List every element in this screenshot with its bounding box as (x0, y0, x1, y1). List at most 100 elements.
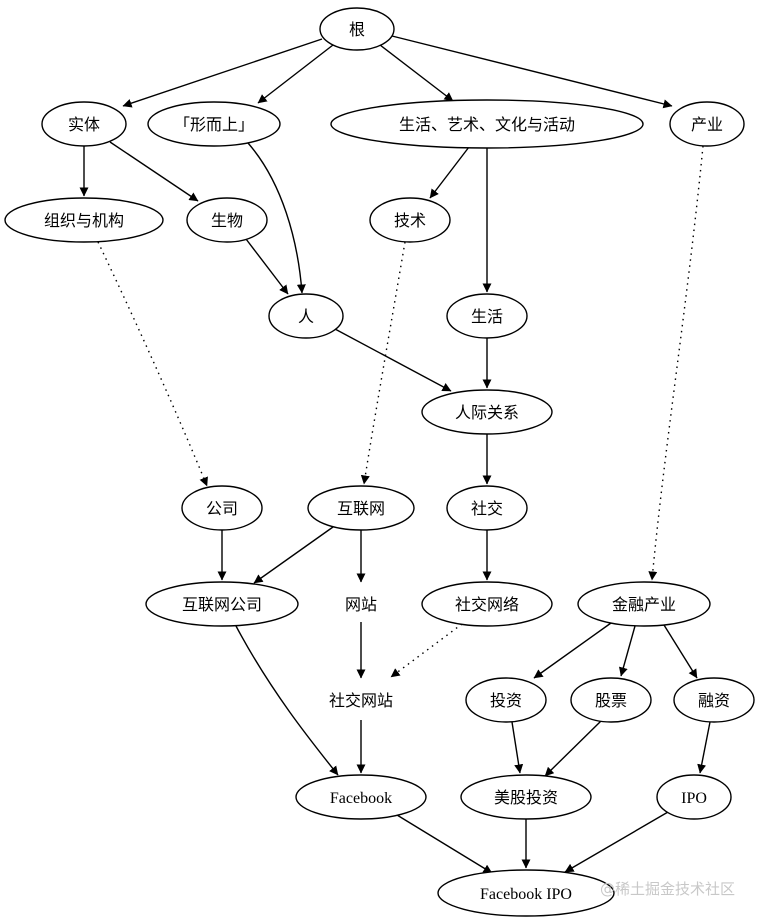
node-social-network-label: 社交网络 (455, 595, 519, 614)
node-social-website-label: 社交网站 (329, 691, 393, 710)
node-person-ellipse (268, 293, 344, 339)
node-organization-label: 组织与机构 (44, 211, 124, 230)
node-organization-ellipse (4, 197, 164, 243)
edge-internet-to-internet-company (253, 526, 334, 584)
node-internet: 互联网 (307, 485, 415, 531)
node-social: 社交 (446, 485, 528, 531)
node-internet-label: 互联网 (337, 499, 385, 518)
node-life-art-label: 生活、艺术、文化与活动 (399, 115, 575, 134)
nodes-layer: 根实体「形而上」生活、艺术、文化与活动产业组织与机构生物技术人生活人际关系公司互… (4, 7, 755, 917)
edge-person-to-relationships (334, 328, 452, 392)
node-company: 公司 (181, 485, 263, 531)
node-life: 生活 (446, 293, 528, 339)
node-internet-company: 互联网公司 (145, 581, 299, 627)
node-facebook-ipo-label: Facebook IPO (480, 886, 572, 903)
node-entity-ellipse (41, 101, 127, 147)
node-life-label: 生活 (471, 307, 503, 326)
edge-life-art-to-technology (429, 146, 470, 199)
edge-root-to-life-art (379, 44, 454, 102)
edge-social-network-to-social-website (390, 623, 463, 678)
node-stocks-label: 股票 (595, 691, 627, 710)
node-person-label: 人 (298, 307, 314, 326)
node-website-label: 网站 (345, 595, 377, 614)
edge-organization-to-company (97, 241, 208, 487)
node-internet-ellipse (307, 485, 415, 531)
edge-root-to-industry (391, 35, 673, 109)
node-investment-label: 投资 (490, 691, 522, 710)
node-social-ellipse (446, 485, 528, 531)
node-financing: 融资 (673, 677, 755, 723)
node-finance-industry-ellipse (577, 581, 711, 627)
node-facebook-ipo-ellipse (437, 869, 615, 917)
node-financing-ellipse (673, 677, 755, 723)
edges-layer (79, 35, 711, 874)
edge-stocks-to-us-stock-investment (544, 720, 602, 777)
node-technology-ellipse (369, 197, 451, 243)
node-social-website: 社交网站 (329, 691, 393, 710)
node-finance-industry-label: 金融产业 (612, 595, 676, 614)
node-life-art: 生活、艺术、文化与活动 (330, 99, 644, 149)
edge-finance-industry-to-stocks (618, 625, 636, 677)
edge-root-to-entity (122, 38, 323, 108)
node-us-stock-investment-label: 美股投资 (494, 788, 558, 807)
node-relationships-ellipse (421, 389, 553, 435)
node-root-label: 根 (349, 20, 365, 39)
node-metaphysics-ellipse (147, 101, 281, 147)
node-financing-label: 融资 (698, 691, 730, 710)
node-facebook-ipo: Facebook IPO (437, 869, 615, 917)
edge-internet-company-to-facebook (235, 625, 339, 776)
node-metaphysics-label: 「形而上」 (174, 115, 254, 134)
node-organization: 组织与机构 (4, 197, 164, 243)
node-stocks-ellipse (570, 677, 652, 723)
node-life-ellipse (446, 293, 528, 339)
node-life-art-ellipse (330, 99, 644, 149)
node-ipo-label: IPO (681, 790, 707, 807)
node-industry-label: 产业 (691, 115, 723, 134)
node-stocks: 股票 (570, 677, 652, 723)
node-facebook-label: Facebook (330, 790, 392, 807)
node-internet-company-ellipse (145, 581, 299, 627)
edge-finance-industry-to-investment (533, 622, 612, 679)
node-root-ellipse (319, 7, 395, 51)
edge-metaphysics-to-person (247, 142, 306, 294)
edge-facebook-to-facebook-ipo (396, 814, 493, 874)
edge-ipo-to-facebook-ipo (564, 811, 669, 873)
edge-organism-to-person (245, 238, 289, 295)
node-facebook: Facebook (295, 774, 427, 820)
node-organism-ellipse (186, 197, 268, 243)
edge-entity-to-organism (109, 141, 199, 202)
node-ipo-ellipse (656, 774, 732, 820)
node-technology: 技术 (369, 197, 451, 243)
node-social-label: 社交 (471, 499, 503, 518)
node-us-stock-investment: 美股投资 (460, 774, 592, 820)
node-website: 网站 (345, 595, 377, 614)
node-investment: 投资 (465, 677, 547, 723)
node-industry: 产业 (669, 101, 745, 147)
node-industry-ellipse (669, 101, 745, 147)
node-company-ellipse (181, 485, 263, 531)
node-organism-label: 生物 (211, 211, 243, 230)
node-organism: 生物 (186, 197, 268, 243)
edge-investment-to-us-stock-investment (511, 721, 524, 774)
edge-finance-industry-to-financing (663, 624, 698, 679)
node-relationships: 人际关系 (421, 389, 553, 435)
node-person: 人 (268, 293, 344, 339)
node-root: 根 (319, 7, 395, 51)
watermark-text: @稀土掘金技术社区 (600, 880, 735, 898)
node-finance-industry: 金融产业 (577, 581, 711, 627)
node-investment-ellipse (465, 677, 547, 723)
edge-industry-to-finance-industry (648, 145, 704, 581)
node-company-label: 公司 (206, 499, 238, 518)
node-social-network-ellipse (421, 581, 553, 627)
node-entity-label: 实体 (68, 115, 100, 134)
node-us-stock-investment-ellipse (460, 774, 592, 820)
edge-root-to-metaphysics (257, 44, 334, 104)
node-entity: 实体 (41, 101, 127, 147)
node-technology-label: 技术 (394, 211, 426, 230)
node-relationships-label: 人际关系 (455, 403, 519, 422)
node-social-network: 社交网络 (421, 581, 553, 627)
node-internet-company-label: 互联网公司 (182, 595, 262, 614)
edge-financing-to-ipo (697, 721, 711, 774)
node-facebook-ellipse (295, 774, 427, 820)
